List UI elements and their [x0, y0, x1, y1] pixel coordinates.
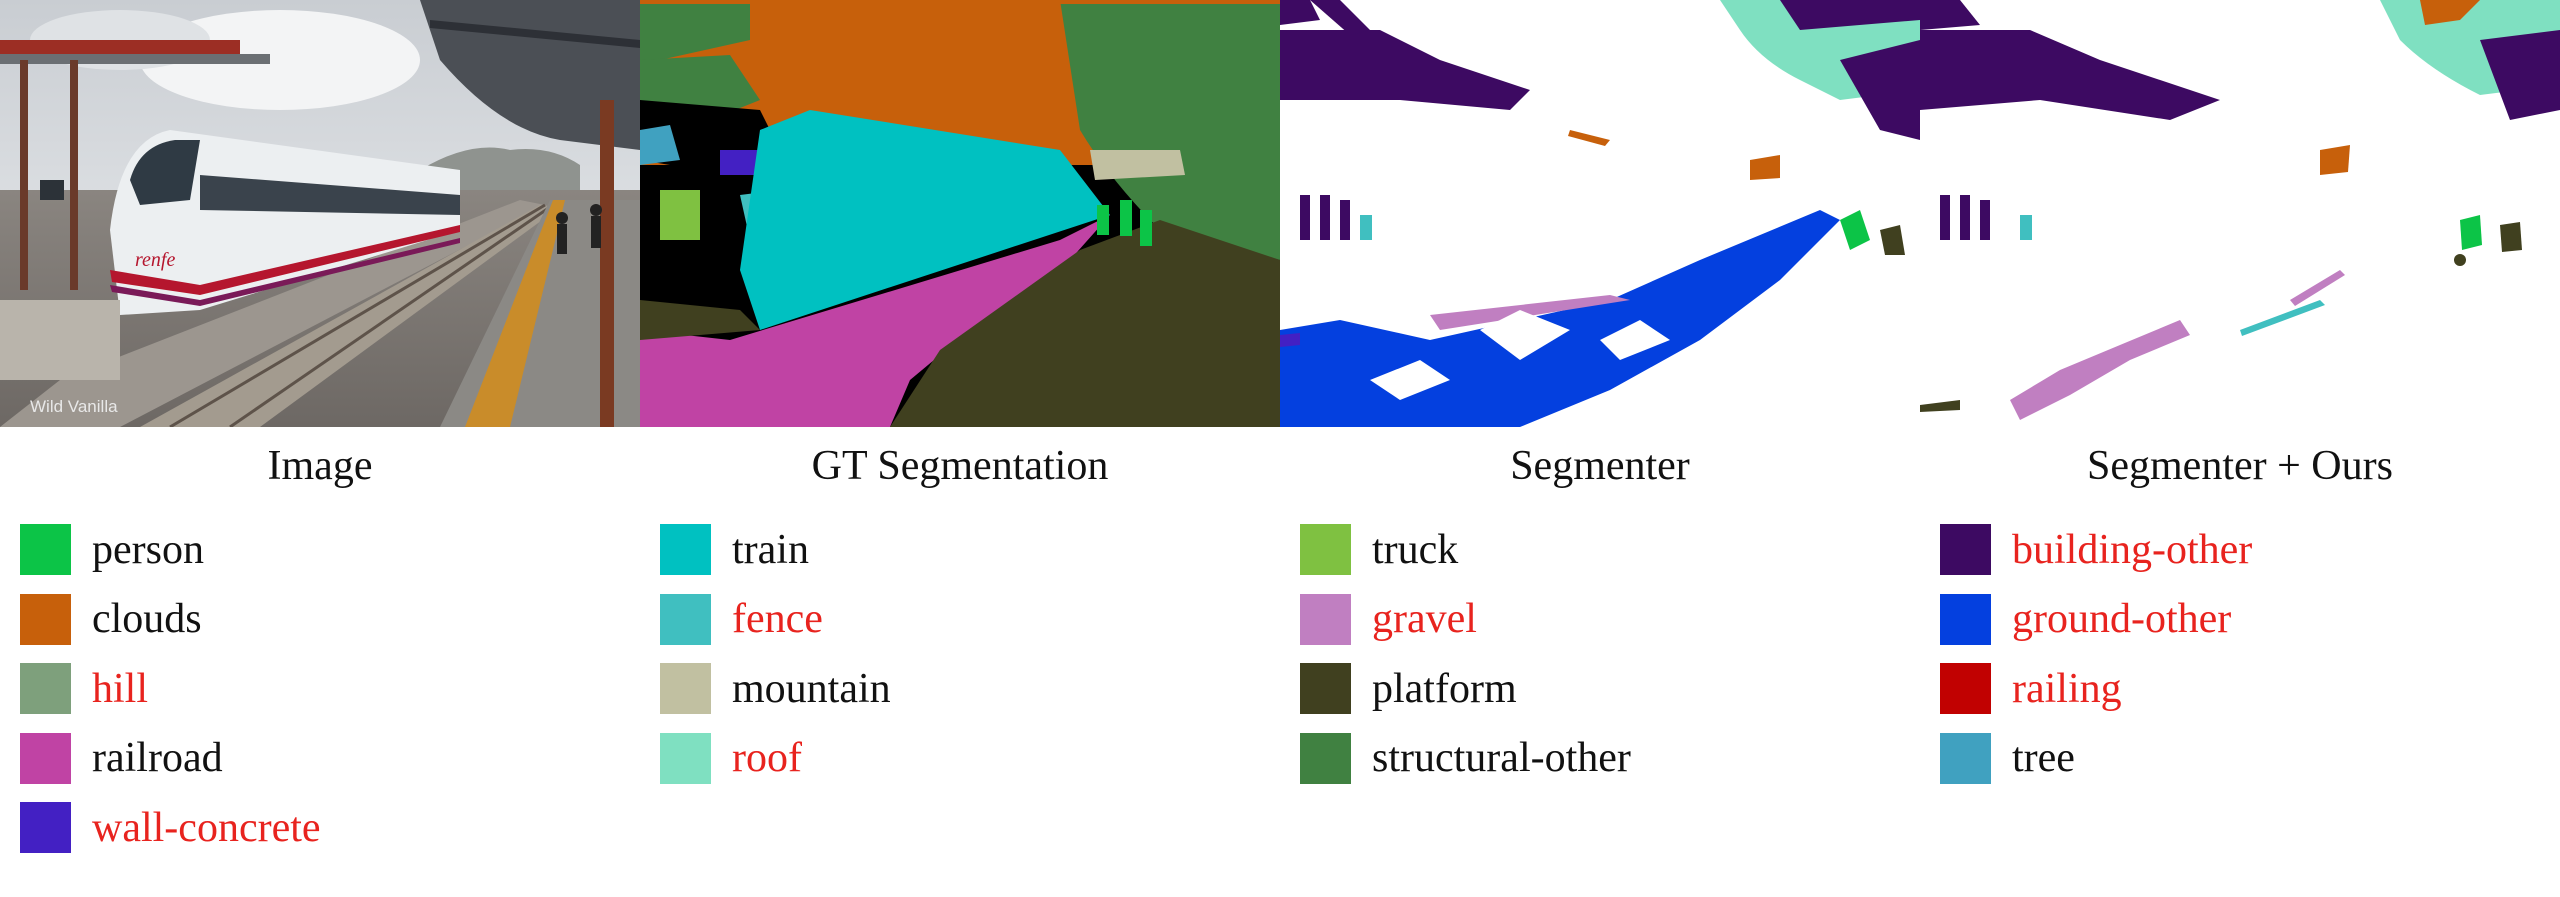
legend-item: wall-concrete [20, 793, 640, 863]
legend-label: truck [1372, 526, 1459, 573]
legend-column-4: building-other ground-other railing tree [1940, 515, 2560, 793]
legend-swatch [20, 593, 71, 645]
segmenter-map [1280, 0, 1920, 427]
legend-column-3: truck gravel platform structural-other [1300, 515, 1920, 793]
legend-label: tree [2012, 735, 2075, 782]
legend-label: ground-other [2012, 596, 2232, 643]
legend-label: roof [732, 735, 802, 782]
legend-swatch [20, 732, 71, 784]
segmenter-ours-map [1920, 0, 2560, 427]
legend-label: railing [2012, 665, 2122, 712]
legend-swatch [1940, 593, 1991, 645]
legend-item: clouds [20, 585, 640, 655]
legend-label: building-other [2012, 526, 2253, 573]
legend-item: building-other [1940, 515, 2560, 585]
gt-segmentation-panel [640, 0, 1280, 427]
legend-item: roof [660, 724, 1280, 794]
legend-swatch [1300, 593, 1351, 645]
panel-row: renfe Wild Vanilla [0, 0, 2560, 427]
legend-item: railing [1940, 654, 2560, 724]
caption-gt-segmentation: GT Segmentation [811, 443, 1109, 489]
legend-label: hill [92, 665, 149, 712]
legend-label: mountain [732, 665, 891, 712]
legend-label: fence [732, 596, 823, 643]
legend-item: tree [1940, 724, 2560, 794]
legend-swatch [20, 524, 71, 576]
legend-label: platform [1372, 665, 1517, 712]
legend-swatch [1940, 663, 1991, 715]
legend-swatch [20, 663, 71, 715]
legend-item: truck [1300, 515, 1920, 585]
segmenter-panel [1280, 0, 1920, 427]
legend-column-1: person clouds hill railroad wall-concret… [20, 515, 640, 863]
gt-segmentation-map [640, 0, 1280, 427]
photo-panel: renfe Wild Vanilla [0, 0, 640, 427]
legend-item: railroad [20, 724, 640, 794]
legend-label: structural-other [1372, 735, 1631, 782]
legend-swatch [660, 593, 711, 645]
legend-swatch [660, 732, 711, 784]
legend-item: hill [20, 654, 640, 724]
legend-swatch [1300, 663, 1351, 715]
legend-item: ground-other [1940, 585, 2560, 655]
legend-item: train [660, 515, 1280, 585]
legend-swatch [1300, 524, 1351, 576]
legend-label: railroad [92, 735, 223, 782]
caption-segmenter-ours: Segmenter + Ours [2087, 443, 2393, 489]
legend-item: fence [660, 585, 1280, 655]
legend-swatch [1940, 524, 1991, 576]
legend-swatch [660, 524, 711, 576]
legend-item: mountain [660, 654, 1280, 724]
class-legend: person clouds hill railroad wall-concret… [0, 515, 2560, 897]
legend-label: clouds [92, 596, 202, 643]
legend-label: wall-concrete [92, 804, 321, 851]
caption-segmenter: Segmenter [1510, 443, 1690, 489]
legend-label: person [92, 526, 204, 573]
legend-item: platform [1300, 654, 1920, 724]
legend-swatch [1940, 732, 1991, 784]
legend-label: train [732, 526, 809, 573]
segmenter-ours-panel [1920, 0, 2560, 427]
legend-item: gravel [1300, 585, 1920, 655]
legend-label: gravel [1372, 596, 1477, 643]
train-station-photo: renfe Wild Vanilla [0, 0, 640, 427]
legend-column-2: train fence mountain roof [660, 515, 1280, 793]
legend-item: person [20, 515, 640, 585]
train-logo: renfe [135, 249, 175, 271]
legend-swatch [1300, 732, 1351, 784]
legend-swatch [660, 663, 711, 715]
legend-swatch [20, 802, 71, 854]
photo-watermark: Wild Vanilla [30, 397, 118, 416]
caption-image: Image [267, 443, 373, 489]
legend-item: structural-other [1300, 724, 1920, 794]
